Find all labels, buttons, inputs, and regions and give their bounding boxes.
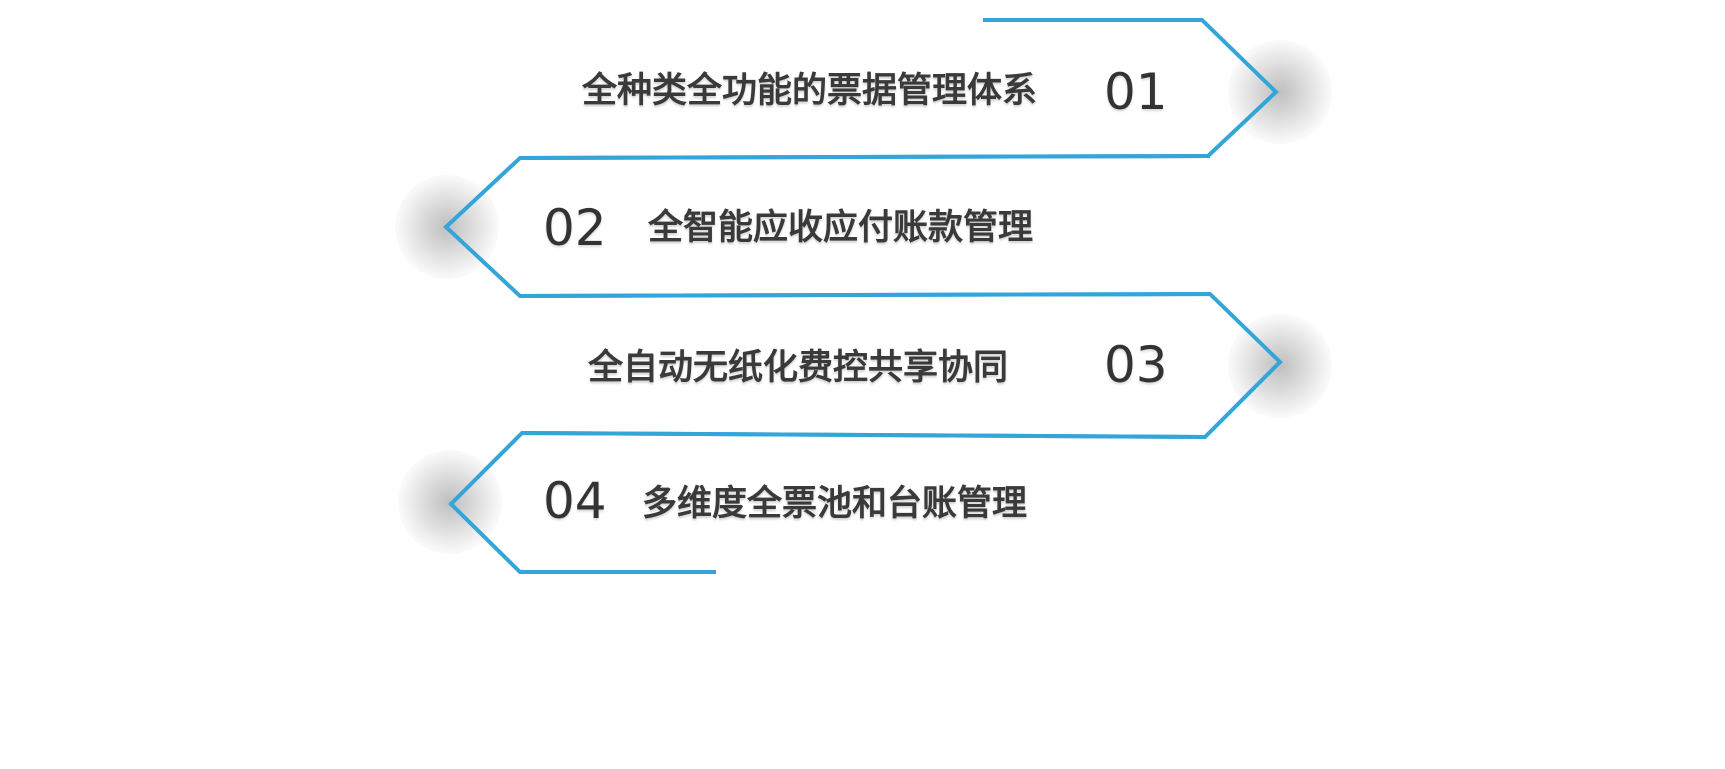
step-02-number: 02 — [543, 199, 607, 257]
step-04-number: 04 — [543, 472, 607, 530]
step-04-label: 多维度全票池和台账管理 — [642, 484, 1028, 524]
step-03-shadow — [1228, 314, 1332, 418]
step-03-number: 03 — [1104, 336, 1168, 394]
step-01-number: 01 — [1104, 63, 1168, 121]
step-01-label: 全种类全功能的票据管理体系 — [582, 71, 1038, 111]
step-04-arrow-outline — [448, 430, 1206, 574]
step-02-label: 全智能应收应付账款管理 — [648, 208, 1034, 248]
step-01-shadow — [1228, 40, 1332, 144]
step-03-label: 全自动无纸化费控共享协同 — [588, 348, 1009, 388]
